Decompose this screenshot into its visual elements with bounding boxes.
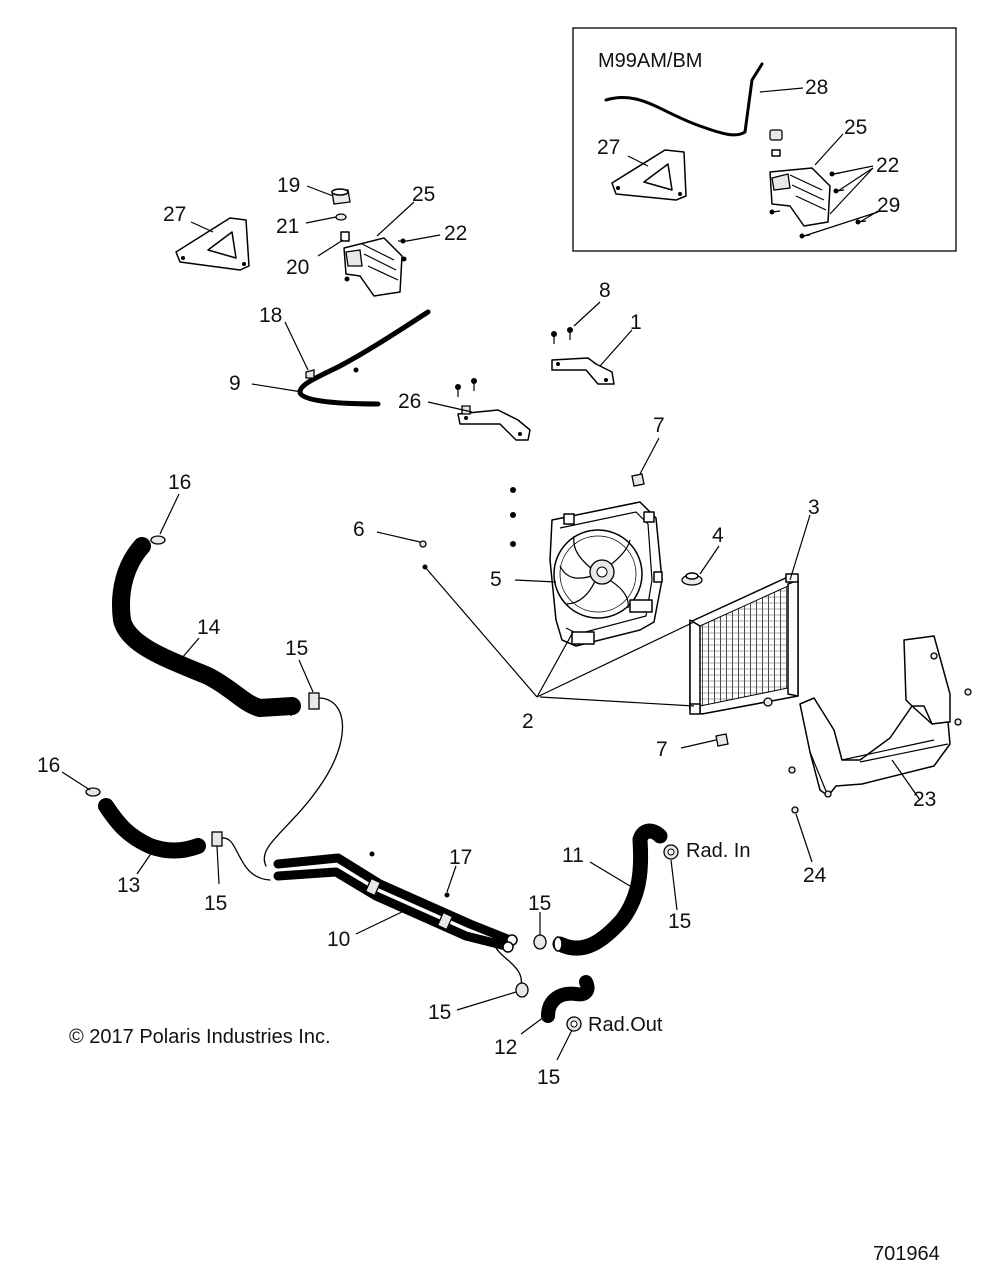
copyright-note: © 2017 Polaris Industries Inc.: [69, 1026, 331, 1048]
label-11: 11: [562, 844, 584, 867]
label-15-a: 15: [285, 637, 308, 660]
label-2: 2: [522, 710, 534, 733]
bolt-17: [444, 892, 450, 898]
label-16-lower: 16: [37, 754, 60, 777]
bleed-line-lower: [221, 837, 271, 881]
coolant-hose-11: [552, 823, 668, 956]
label-15-e: 15: [428, 1001, 451, 1024]
bolts-8: [551, 327, 573, 344]
bolts-26: [455, 378, 477, 397]
diagram-number: 701964: [873, 1243, 940, 1265]
radiator-shroud-23: [788, 635, 972, 798]
hose-clamp-15-b: [211, 831, 223, 847]
inset-variant-box: M99AM/BM: [572, 27, 957, 252]
label-17: 17: [449, 846, 472, 869]
label-7-upper: 7: [653, 414, 665, 437]
label-15-b: 15: [204, 892, 227, 915]
label-16-upper: 16: [168, 471, 191, 494]
hose-clamp-15-e: [515, 982, 529, 998]
hose-clamp-15-f: [566, 1016, 582, 1032]
label-15-d: 15: [668, 910, 691, 933]
label-20: 20: [286, 256, 309, 279]
label-12: 12: [494, 1036, 517, 1059]
bleed-line-upper: [263, 697, 344, 867]
label-29: 29: [877, 194, 900, 217]
label-26: 26: [398, 390, 421, 413]
nut-7-lower: [715, 733, 729, 747]
label-28: 28: [805, 76, 828, 99]
label-18: 18: [259, 304, 282, 327]
coolant-bottle-25: [343, 237, 403, 297]
inset-bleed-line: [604, 62, 764, 137]
fan-bracket-26: [457, 405, 531, 441]
bleed-tube-9: [297, 309, 431, 407]
hose-elbow-12: [541, 975, 595, 1023]
coolant-cap-19: [331, 188, 351, 205]
rad-out-note: Rad.Out: [588, 1014, 663, 1036]
label-27: 27: [163, 203, 186, 226]
bolts-22: [398, 238, 408, 262]
label-5: 5: [490, 568, 502, 591]
inset-coolant-bottle-25: [769, 129, 831, 227]
fitting-20: [340, 231, 350, 242]
hose-clamp-15-d: [663, 844, 679, 860]
inset-bracket-27: [611, 149, 687, 201]
label-10: 10: [327, 928, 350, 951]
fan-bracket-1: [551, 357, 615, 385]
radiator-cap-4: [681, 572, 703, 586]
label-13: 13: [117, 874, 140, 897]
label-8: 8: [599, 279, 611, 302]
coolant-tubes-10: [273, 851, 518, 953]
label-15-f: 15: [537, 1066, 560, 1089]
label-22: 22: [444, 222, 467, 245]
label-1: 1: [630, 311, 642, 334]
gasket-21: [335, 213, 347, 221]
hose-clamp-16-upper: [150, 535, 166, 545]
label-22-inset: 22: [876, 154, 899, 177]
radiator-3: [689, 573, 799, 715]
label-19: 19: [277, 174, 300, 197]
label-21: 21: [276, 215, 299, 238]
label-27-inset: 27: [597, 136, 620, 159]
label-23: 23: [913, 788, 936, 811]
hose-clamp-15-a: [308, 692, 320, 710]
cooling-fan-5: [510, 487, 663, 647]
label-14: 14: [197, 616, 221, 639]
clip-18: [305, 369, 315, 379]
label-25-inset: 25: [844, 116, 867, 139]
label-25: 25: [412, 183, 435, 206]
coolant-hose-14: [112, 537, 301, 717]
hose-clamp-15-c: [533, 934, 547, 950]
label-3: 3: [808, 496, 820, 519]
screw-6: [419, 540, 427, 548]
label-9: 9: [229, 372, 241, 395]
nut-7-upper: [631, 473, 645, 487]
label-4: 4: [712, 524, 724, 547]
screw-2: [422, 564, 428, 570]
screw-24: [791, 806, 799, 814]
bracket-27: [175, 217, 250, 271]
rad-in-note: Rad. In: [686, 840, 750, 862]
label-7-lower: 7: [656, 738, 668, 761]
label-6: 6: [353, 518, 365, 541]
inset-title: M99AM/BM: [598, 50, 702, 72]
coolant-hose-13: [98, 798, 206, 859]
label-24: 24: [803, 864, 827, 887]
label-15-c: 15: [528, 892, 551, 915]
